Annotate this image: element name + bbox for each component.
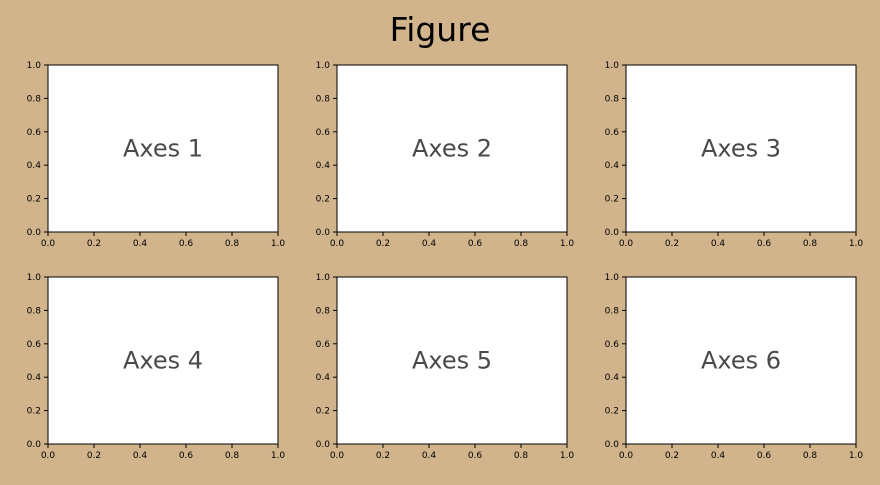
axes-2-xtick-label-5: 1.0 <box>560 239 575 249</box>
axes-6-xtick-label-4: 0.8 <box>803 451 818 461</box>
axes-5-ytick-label-1: 0.2 <box>316 407 330 417</box>
axes-6-ytick-label-1: 0.2 <box>605 407 619 417</box>
axes-6-xtick-label-5: 1.0 <box>849 451 864 461</box>
axes-1-xtick-label-1: 0.2 <box>87 239 101 249</box>
axes-4-ytick-label-5: 1.0 <box>27 273 42 283</box>
axes-3-ytick-label-4: 0.8 <box>605 94 620 104</box>
axes-3-ytick-label-2: 0.4 <box>605 161 620 171</box>
axes-2-ytick-label-5: 1.0 <box>316 61 331 71</box>
axes-4-xtick-label-1: 0.2 <box>87 451 101 461</box>
axes-3-xtick-label-4: 0.8 <box>803 239 818 249</box>
axes-4-ytick-label-1: 0.2 <box>27 407 41 417</box>
axes-5-ytick-label-4: 0.8 <box>316 306 331 316</box>
axes-2-xtick-label-2: 0.4 <box>422 239 437 249</box>
axes-5-ytick-label-2: 0.4 <box>316 373 331 383</box>
axes-3-annotation: Axes 3 <box>701 135 781 163</box>
axes-1-frame <box>47 64 279 233</box>
axes-5-xtick-label-1: 0.2 <box>376 451 390 461</box>
axes-2-xtick-label-3: 0.6 <box>468 239 483 249</box>
axes-2-frame <box>336 64 568 233</box>
axes-3-ytick-label-3: 0.6 <box>605 128 620 138</box>
axes-1-ytick-label-2: 0.4 <box>27 161 42 171</box>
axes-6-xtick-label-3: 0.6 <box>757 451 772 461</box>
axes-5-frame <box>336 276 568 445</box>
axes-2-xtick-label-1: 0.2 <box>376 239 390 249</box>
axes-1-ytick-label-3: 0.6 <box>27 128 42 138</box>
axes-3-ytick-label-5: 1.0 <box>605 61 620 71</box>
axes-3-xtick-label-5: 1.0 <box>849 239 864 249</box>
axes-1-xtick-label-5: 1.0 <box>271 239 286 249</box>
axes-2-ytick-label-3: 0.6 <box>316 128 331 138</box>
axes-2-ytick-label-0: 0.0 <box>316 228 331 238</box>
axes-4-annotation: Axes 4 <box>123 347 203 375</box>
axes-6-xtick-label-1: 0.2 <box>665 451 679 461</box>
axes-4-xtick-label-2: 0.4 <box>133 451 148 461</box>
axes-3-xtick-label-1: 0.2 <box>665 239 679 249</box>
axes-5-xtick-label-2: 0.4 <box>422 451 437 461</box>
axes-6-ytick-label-4: 0.8 <box>605 306 620 316</box>
axes-6-ytick-label-0: 0.0 <box>605 440 620 450</box>
axes-1-xtick-label-4: 0.8 <box>225 239 240 249</box>
axes-5-xtick-label-3: 0.6 <box>468 451 483 461</box>
axes-1-xtick-label-2: 0.4 <box>133 239 148 249</box>
axes-3-xtick-label-0: 0.0 <box>619 239 634 249</box>
axes-5-ytick-label-0: 0.0 <box>316 440 331 450</box>
axes-5-xtick-label-5: 1.0 <box>560 451 575 461</box>
axes-5-xtick-label-4: 0.8 <box>514 451 529 461</box>
axes-1-xtick-label-3: 0.6 <box>179 239 194 249</box>
axes-6-ytick-label-5: 1.0 <box>605 273 620 283</box>
figure-title: Figure <box>389 10 491 49</box>
axes-5-ytick-label-5: 1.0 <box>316 273 331 283</box>
axes-2-annotation: Axes 2 <box>412 135 492 163</box>
axes-1-ytick-label-0: 0.0 <box>27 228 42 238</box>
axes-1-ytick-label-4: 0.8 <box>27 94 42 104</box>
axes-3-xtick-label-2: 0.4 <box>711 239 726 249</box>
axes-4-ytick-label-2: 0.4 <box>27 373 42 383</box>
axes-1-xtick-label-0: 0.0 <box>41 239 56 249</box>
axes-4-xtick-label-5: 1.0 <box>271 451 286 461</box>
axes-5-ytick-label-3: 0.6 <box>316 340 331 350</box>
axes-1-ytick-label-1: 0.2 <box>27 195 41 205</box>
axes-4-xtick-label-4: 0.8 <box>225 451 240 461</box>
axes-3-frame <box>625 64 857 233</box>
axes-3-xtick-label-3: 0.6 <box>757 239 772 249</box>
axes-1-annotation: Axes 1 <box>123 135 203 163</box>
axes-2-ytick-label-2: 0.4 <box>316 161 331 171</box>
axes-3-ytick-label-1: 0.2 <box>605 195 619 205</box>
axes-6-frame <box>625 276 857 445</box>
axes-6-ytick-label-2: 0.4 <box>605 373 620 383</box>
axes-2-ytick-label-1: 0.2 <box>316 195 330 205</box>
axes-2-ytick-label-4: 0.8 <box>316 94 331 104</box>
axes-2-xtick-label-4: 0.8 <box>514 239 529 249</box>
axes-4-ytick-label-3: 0.6 <box>27 340 42 350</box>
axes-1-ytick-label-5: 1.0 <box>27 61 42 71</box>
axes-2-xtick-label-0: 0.0 <box>330 239 345 249</box>
axes-5-xtick-label-0: 0.0 <box>330 451 345 461</box>
axes-4-xtick-label-0: 0.0 <box>41 451 56 461</box>
axes-6-xtick-label-0: 0.0 <box>619 451 634 461</box>
axes-6-xtick-label-2: 0.4 <box>711 451 726 461</box>
axes-5-annotation: Axes 5 <box>412 347 492 375</box>
axes-3-ytick-label-0: 0.0 <box>605 228 620 238</box>
axes-4-ytick-label-4: 0.8 <box>27 306 42 316</box>
axes-4-ytick-label-0: 0.0 <box>27 440 42 450</box>
axes-6-annotation: Axes 6 <box>701 347 781 375</box>
axes-4-frame <box>47 276 279 445</box>
axes-6-ytick-label-3: 0.6 <box>605 340 620 350</box>
axes-4-xtick-label-3: 0.6 <box>179 451 194 461</box>
